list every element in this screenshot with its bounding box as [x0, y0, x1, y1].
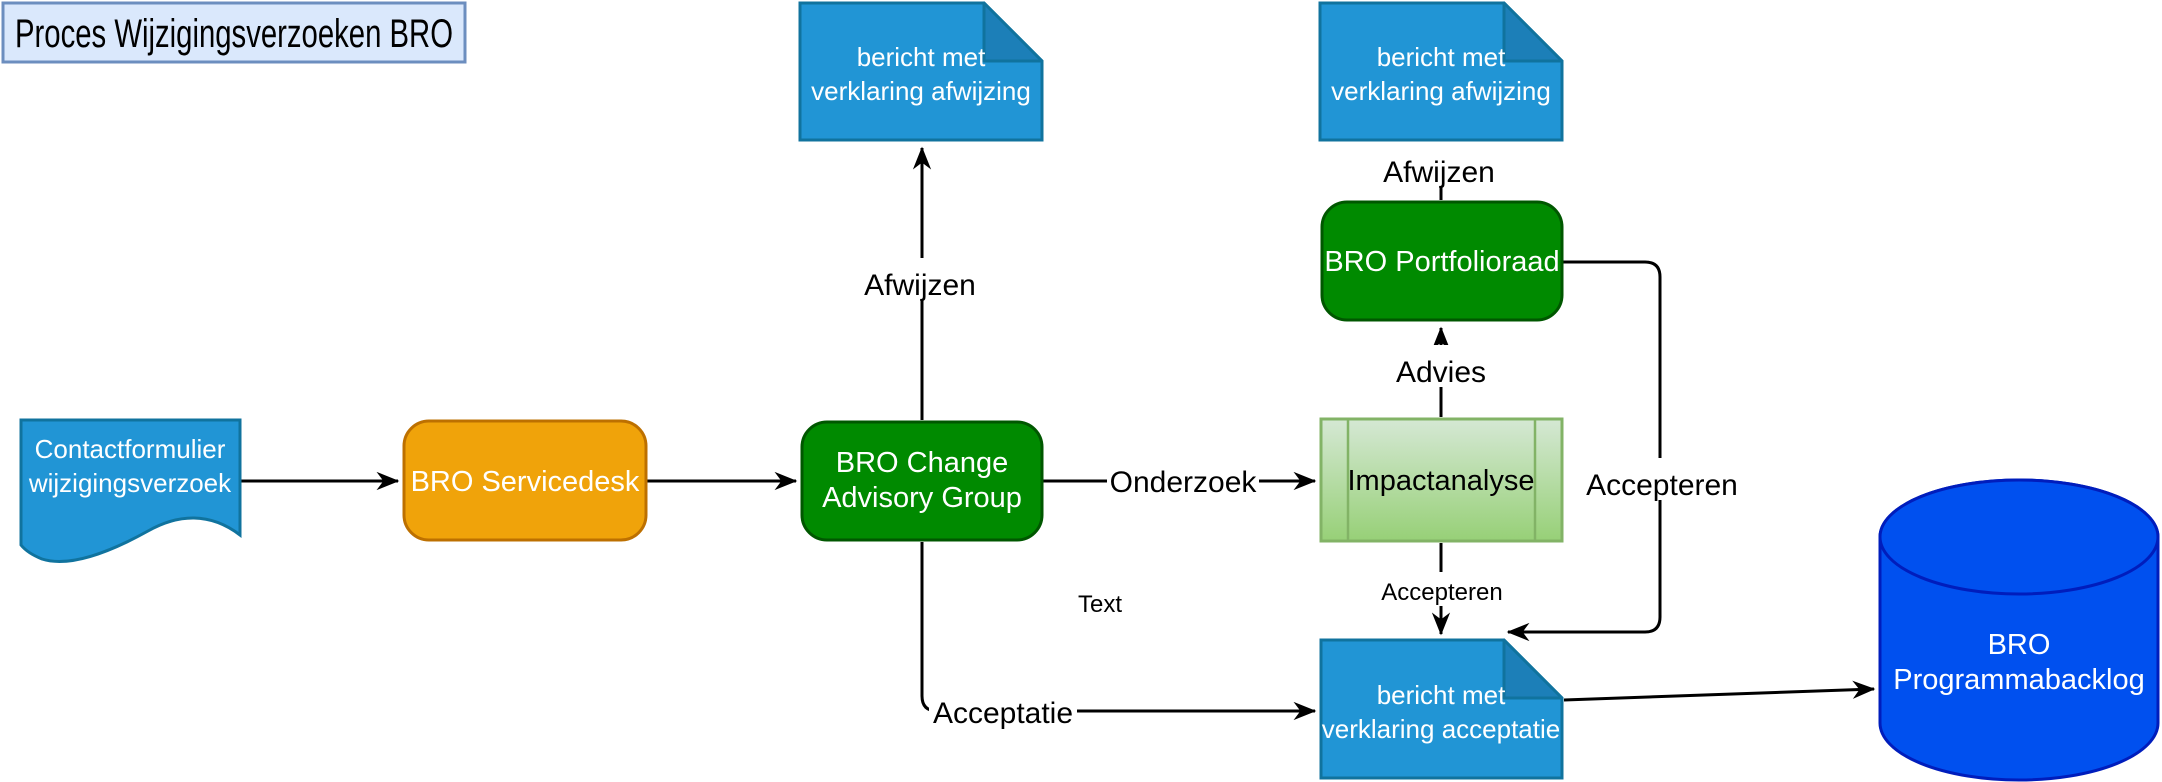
- svg-text:Advies: Advies: [1396, 356, 1486, 389]
- edge-label-afwijzen-cag: Afwijzen: [858, 258, 984, 302]
- svg-text:Acceptatie: Acceptatie: [933, 697, 1073, 730]
- svg-text:Contactformulier: Contactformulier: [35, 434, 226, 464]
- svg-text:Onderzoek: Onderzoek: [1110, 466, 1258, 499]
- svg-text:Advisory Group: Advisory Group: [822, 482, 1022, 514]
- edge-label-advies: Advies: [1393, 345, 1489, 389]
- node-bericht-afwijzing-rechts[interactable]: bericht met verklaring afwijzing: [1318, 1, 1564, 142]
- svg-text:BRO Servicedesk: BRO Servicedesk: [411, 466, 640, 498]
- svg-text:BRO Change: BRO Change: [836, 447, 1009, 479]
- edge-label-afwijzen-portfolioraad: Afwijzen: [1376, 145, 1502, 189]
- svg-text:Afwijzen: Afwijzen: [864, 269, 976, 302]
- svg-text:Impactanalyse: Impactanalyse: [1348, 465, 1535, 497]
- svg-text:bericht met: bericht met: [1377, 42, 1506, 72]
- svg-text:bericht met: bericht met: [857, 42, 986, 72]
- node-impactanalyse[interactable]: Impactanalyse: [1319, 417, 1564, 543]
- edge-label-onderzoek: Onderzoek: [1107, 455, 1259, 499]
- svg-text:verklaring acceptatie: verklaring acceptatie: [1322, 714, 1560, 744]
- edge-acceptatie-backlog: [1563, 680, 1876, 702]
- svg-text:BRO: BRO: [1988, 629, 2051, 661]
- svg-text:wijzigingsverzoek: wijzigingsverzoek: [28, 468, 232, 498]
- node-bericht-acceptatie[interactable]: bericht met verklaring acceptatie: [1319, 638, 1564, 780]
- node-bericht-afwijzing-links[interactable]: bericht met verklaring afwijzing: [798, 1, 1044, 142]
- svg-text:Programmabacklog: Programmabacklog: [1893, 664, 2144, 696]
- svg-text:Afwijzen: Afwijzen: [1383, 156, 1495, 189]
- edge-portfolioraad-acceptatie: [1506, 260, 1662, 642]
- svg-text:verklaring afwijzing: verklaring afwijzing: [1331, 76, 1551, 106]
- floating-text-label: Text: [1078, 591, 1122, 618]
- node-servicedesk[interactable]: BRO Servicedesk: [402, 419, 648, 542]
- svg-text:Proces Wijzigingsverzoeken BRO: Proces Wijzigingsverzoeken BRO: [15, 12, 453, 56]
- svg-text:Accepteren: Accepteren: [1586, 469, 1738, 502]
- edge-label-accepteren-portfolioraad: Accepteren: [1583, 458, 1741, 502]
- node-contactformulier[interactable]: Contactformulier wijzigingsverzoek: [19, 418, 242, 563]
- node-change-advisory-group[interactable]: BRO Change Advisory Group: [800, 420, 1044, 542]
- svg-text:Accepteren: Accepteren: [1381, 579, 1502, 606]
- svg-text:Text: Text: [1078, 591, 1122, 618]
- edge-label-acceptatie: Acceptatie: [929, 685, 1077, 730]
- node-programmabacklog[interactable]: BRO Programmabacklog: [1878, 478, 2160, 782]
- svg-text:bericht met: bericht met: [1377, 680, 1506, 710]
- diagram-title: Proces Wijzigingsverzoeken BRO: [1, 1, 467, 64]
- svg-text:BRO Portfolioraad: BRO Portfolioraad: [1324, 246, 1559, 278]
- node-portfolioraad[interactable]: BRO Portfolioraad: [1320, 200, 1564, 322]
- edge-label-accepteren-impactanalyse: Accepteren: [1379, 572, 1505, 606]
- svg-text:verklaring afwijzing: verklaring afwijzing: [811, 76, 1031, 106]
